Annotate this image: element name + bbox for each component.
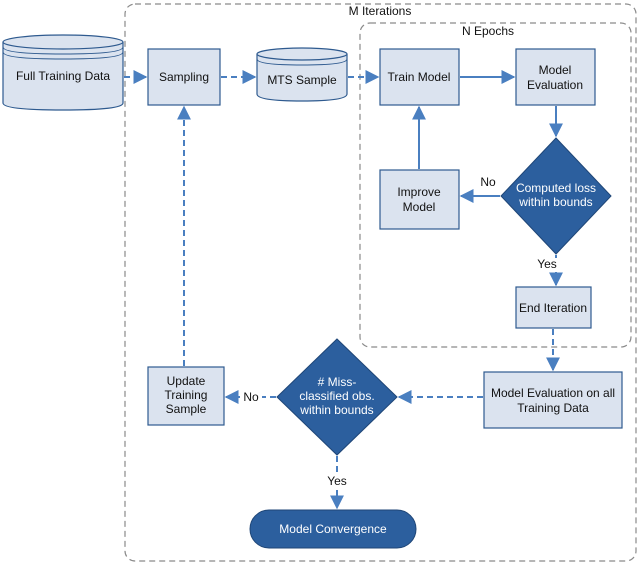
label-no-misclassified: No (243, 390, 259, 404)
sampling-label: Sampling (159, 70, 209, 84)
model-evaluation-label-1: Model (539, 63, 572, 77)
model-eval-all-label-1: Model Evaluation on all (491, 386, 615, 400)
model-convergence-node: Model Convergence (249, 509, 417, 549)
label-yes-loss: Yes (537, 257, 557, 271)
computed-loss-label-2: within bounds (518, 195, 592, 209)
computed-loss-label-1: Computed loss (516, 181, 596, 195)
label-yes-misclassified: Yes (327, 474, 347, 488)
update-training-label-2: Training (165, 388, 208, 402)
model-convergence-label: Model Convergence (279, 522, 387, 536)
end-iteration-label: End Iteration (519, 301, 587, 315)
outer-iterations-frame (124, 3, 637, 562)
end-iteration-node: End Iteration (515, 286, 592, 329)
train-model-label: Train Model (388, 70, 451, 84)
full-training-data-node: Full Training Data (2, 34, 124, 111)
full-training-data-label: Full Training Data (16, 69, 110, 83)
sampling-node: Sampling (147, 48, 221, 106)
update-training-label-3: Sample (166, 402, 207, 416)
misclassified-label-2: classified obs. (299, 389, 374, 403)
improve-model-label-2: Model (403, 200, 436, 214)
improve-model-label-1: Improve (397, 185, 441, 199)
label-no-loss: No (480, 175, 496, 189)
model-eval-all-node: Model Evaluation on all Training Data (483, 371, 623, 429)
misclassified-decision: # Miss- classified obs. within bounds (276, 338, 398, 456)
model-evaluation-node: Model Evaluation (515, 48, 596, 106)
improve-model-node: Improve Model (379, 169, 460, 230)
model-evaluation-label-2: Evaluation (527, 78, 583, 92)
outer-frame-label: M Iterations (349, 4, 412, 18)
misclassified-label-1: # Miss- (318, 375, 357, 389)
inner-epochs-frame (359, 22, 632, 348)
train-model-node: Train Model (379, 48, 460, 106)
update-training-node: Update Training Sample (147, 366, 225, 426)
inner-frame-label: N Epochs (462, 24, 514, 38)
mts-sample-node: MTS Sample (256, 47, 348, 102)
mts-sample-label: MTS Sample (267, 73, 337, 87)
misclassified-label-3: within bounds (299, 403, 373, 417)
update-training-label-1: Update (167, 374, 206, 388)
model-eval-all-label-2: Training Data (517, 401, 589, 415)
computed-loss-decision: Computed loss within bounds (500, 137, 612, 255)
